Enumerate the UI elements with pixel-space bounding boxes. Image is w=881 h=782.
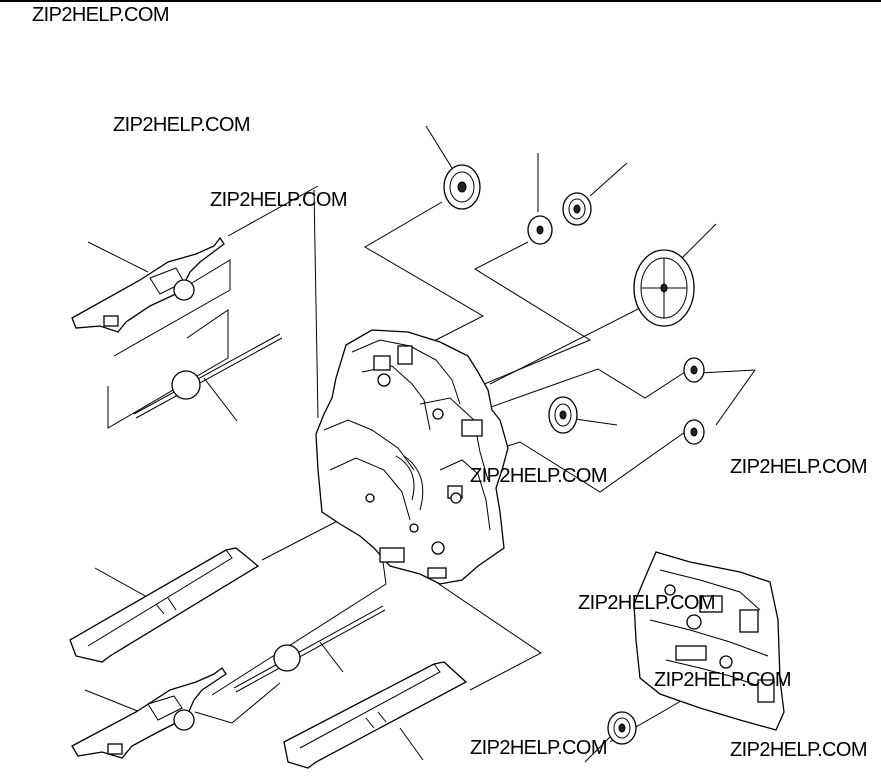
top-border-rule	[0, 0, 881, 2]
lower-guide-rail	[283, 661, 468, 769]
gear-small-top	[527, 215, 553, 245]
main-frame-assembly	[315, 329, 509, 585]
lower-lever-arm	[71, 667, 227, 759]
callout-lines	[84, 125, 756, 763]
upper-guide-rail	[69, 547, 260, 663]
watermark-text: ZIP2HELP.COM	[470, 737, 608, 759]
upper-shaft	[133, 333, 283, 419]
watermark-text: ZIP2HELP.COM	[654, 669, 792, 691]
upper-lever-arm	[71, 236, 225, 333]
watermark-text: ZIP2HELP.COM	[210, 189, 348, 211]
lower-shaft	[233, 605, 386, 693]
gear-lower-right	[683, 419, 705, 445]
large-spoked-gear	[633, 249, 695, 327]
watermark-text: ZIP2HELP.COM	[113, 114, 251, 136]
gear-mid	[548, 396, 578, 434]
watermark-text: ZIP2HELP.COM	[578, 592, 716, 614]
watermark-text: ZIP2HELP.COM	[730, 456, 868, 478]
gear-top-right	[562, 192, 592, 226]
watermark-text: ZIP2HELP.COM	[730, 739, 868, 761]
watermark-text: ZIP2HELP.COM	[470, 465, 608, 487]
gear-bottom	[607, 711, 637, 745]
gear-mid-right	[683, 357, 705, 383]
watermark-text: ZIP2HELP.COM	[32, 4, 170, 26]
gear-top-left	[443, 164, 481, 210]
side-frame-assembly	[633, 551, 785, 731]
